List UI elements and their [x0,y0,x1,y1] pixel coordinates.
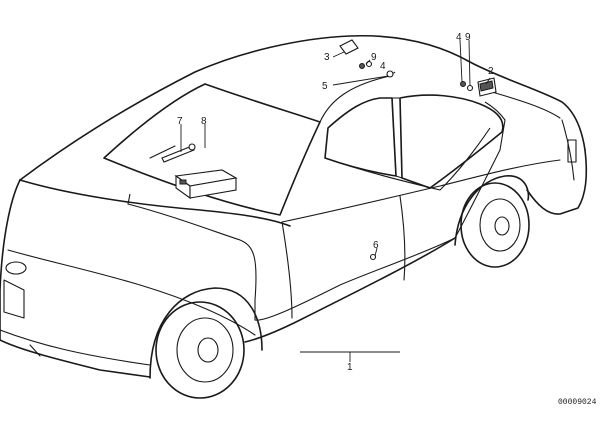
front-bumper [0,329,151,366]
bumper-lower [29,344,41,357]
antenna-cable-upper [319,71,396,123]
windshield-antenna-element [149,143,196,163]
callout-9-roof: 9 [371,52,377,63]
callout-2: 2 [488,66,494,77]
leader-lines [180,39,491,362]
rear-door-window [399,94,504,189]
front-hub [197,337,219,363]
rear-wheel-arch [454,175,530,246]
callout-1: 1 [347,362,353,373]
grille [3,279,25,319]
callout-5: 5 [322,81,328,92]
callout-6: 6 [373,240,379,251]
callout-7: 7 [177,116,183,127]
rear-wheel [454,175,530,268]
door-panels [281,119,577,319]
rear-rim [479,198,521,252]
hood-line [19,179,291,227]
roof-outline [19,34,586,181]
door-belt-line [281,159,561,223]
rear-outline [526,149,588,215]
b-pillar [391,97,403,179]
rear-hub [494,216,510,236]
antenna-cable-rear [324,127,491,191]
front-tire [155,301,245,399]
callout-4-roof: 4 [380,61,386,72]
rear-tire [460,182,530,268]
car-body [0,34,588,378]
rear-door-line [399,195,406,281]
hood-crease [7,249,256,336]
cable-plug [386,70,394,78]
front-door-line [281,221,293,319]
callout-4-rear: 4 [456,32,462,43]
roof-antenna-amplifier [339,39,359,55]
windshield [103,83,321,216]
rear-window-amplifier [477,77,497,97]
antenna-cable-harness [127,101,506,321]
front-wheel-arch [149,287,263,379]
front-wheel [149,287,263,399]
front-door-window [324,97,397,177]
sill-outline [244,237,456,343]
roof-connector [359,60,373,69]
door-grommet [369,253,377,261]
callouts: 1 2 3 4 4 5 6 7 8 9 9 00009024 [177,32,597,407]
headlight [5,261,27,275]
tail-light [567,139,577,163]
front-rim [176,317,234,383]
front-outline [0,179,151,378]
callout-9-rear: 9 [465,32,471,43]
rear-connectors [460,81,474,92]
drawing-code: 00009024 [558,398,597,407]
callout-8: 8 [201,116,207,127]
callout-3: 3 [324,52,330,63]
radio-receiver-module [174,169,238,200]
trunk-line [561,119,575,181]
